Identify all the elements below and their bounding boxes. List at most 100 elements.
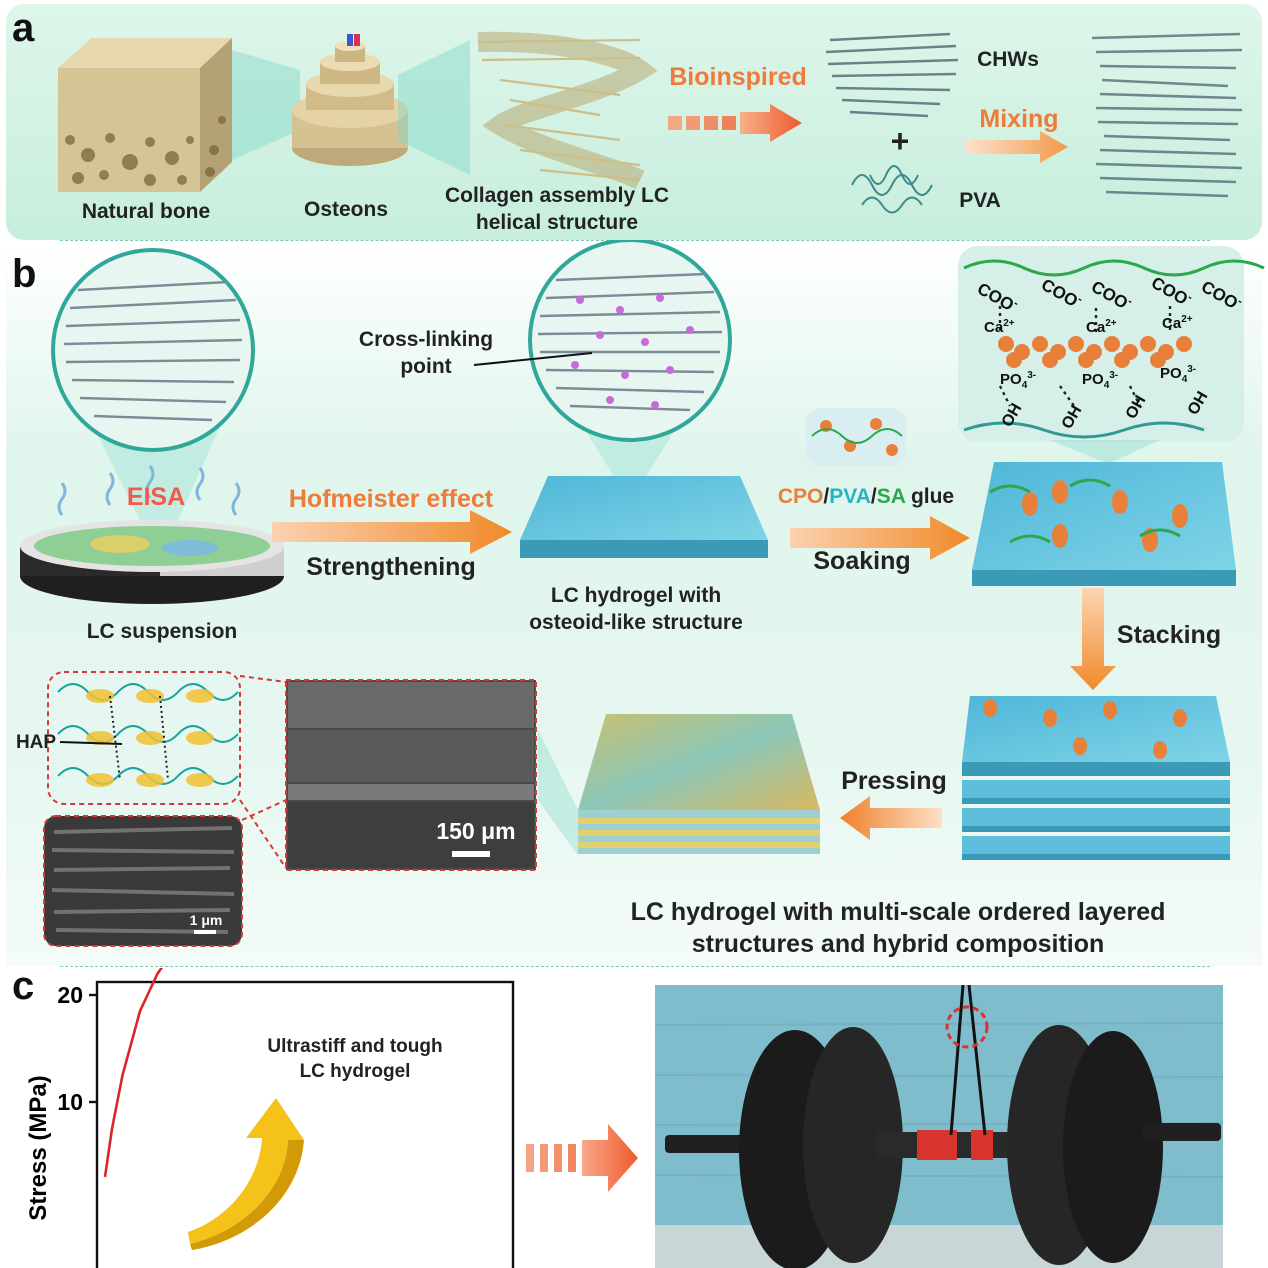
pressing-arrow <box>840 796 942 840</box>
pressing-label: Pressing <box>841 767 947 795</box>
final-structure-label: LC hydrogel with multi-scale ordered lay… <box>590 896 1206 960</box>
coo-charge-3: - <box>1126 296 1135 308</box>
osteons-label: Osteons <box>303 198 389 221</box>
mixed-helical-structure <box>1091 32 1243 198</box>
po-charge-3: 3- <box>1187 364 1196 375</box>
po-label-1: PO43- <box>1000 370 1036 391</box>
chws-label: CHWs <box>977 48 1039 71</box>
plot-frame <box>95 980 515 1268</box>
glue-sa: SA <box>876 485 906 508</box>
stress-strain-curve <box>103 968 164 1178</box>
hofmeister-arrow <box>272 510 512 554</box>
hap-box <box>47 671 241 805</box>
coo-charge-4: - <box>1186 292 1195 304</box>
ca-text-3: Ca <box>1162 315 1182 332</box>
panel-c-letter: c <box>12 964 35 1008</box>
crosslink-pointer <box>473 352 593 366</box>
crosslink-line1: Cross-linking <box>358 328 494 351</box>
zoom-connectors <box>239 675 287 869</box>
chemistry-box <box>958 246 1265 464</box>
hofmeister-label: Hofmeister effect <box>288 485 494 513</box>
po-text-3: PO <box>1160 365 1182 382</box>
chws-bundle <box>825 32 959 118</box>
crosslink-label: Cross-linking point <box>340 326 512 380</box>
attachment-highlight-circle <box>945 1005 989 1049</box>
panel-a-letter: a <box>12 6 35 50</box>
glue-word: glue <box>905 485 955 508</box>
bioinspired-label: Bioinspired <box>669 63 807 91</box>
glue-pva: PVA <box>829 485 871 508</box>
ca-label-3: Ca2+ <box>1162 314 1193 332</box>
glue-cpo: CPO <box>777 485 824 508</box>
glue-slash-2: / <box>870 485 877 508</box>
dumbbell-illustration <box>655 985 1223 1268</box>
po-charge-2: 3- <box>1109 370 1118 381</box>
lc-suspension-label: LC suspension <box>86 620 238 643</box>
po-label-3: PO43- <box>1160 364 1196 385</box>
po-text-1: PO <box>1000 371 1022 388</box>
mixing-label: Mixing <box>979 105 1059 133</box>
panel-b-letter: b <box>12 252 37 296</box>
soaking-label: Soaking <box>813 547 911 575</box>
laminate-block <box>538 714 820 856</box>
dumbbell-photo <box>655 985 1223 1268</box>
po-text-2: PO <box>1082 371 1104 388</box>
y-axis-label: Stress (MPa) <box>25 1075 52 1220</box>
sem-micrograph-large <box>285 679 537 871</box>
ca-label-2: Ca2+ <box>1086 318 1117 336</box>
hydrogel-line2: osteoid-like structure <box>529 611 743 634</box>
sem-micrograph-small <box>43 815 243 947</box>
coo-charge-2: - <box>1076 294 1085 306</box>
strengthening-label: Strengthening <box>306 553 476 581</box>
hydrogel-line1: LC hydrogel with <box>550 584 722 607</box>
stacking-arrow <box>1070 588 1116 690</box>
scale-bar-150: 150 μm <box>436 818 516 844</box>
glued-hydrogel-sheet <box>972 462 1236 586</box>
collagen-helix <box>477 31 658 190</box>
ca-text-2: Ca <box>1086 319 1106 336</box>
lc-zoom-circle <box>51 248 255 560</box>
scale-bar-1: 1 μm <box>189 912 223 928</box>
y-tick-label-20: 20 <box>57 982 83 1008</box>
curved-arrow-icon <box>188 1098 304 1250</box>
lc-hydrogel-sheet <box>520 476 768 558</box>
divider-b-c <box>60 966 1210 967</box>
po-label-2: PO43- <box>1082 370 1118 391</box>
collagen-label-line2: helical structure <box>475 211 639 234</box>
plus-sign: + <box>890 123 910 159</box>
osteon-cylinders <box>292 34 408 166</box>
mixing-arrow <box>965 131 1068 163</box>
po-sub-1: 4 <box>1022 380 1028 391</box>
bioinspired-arrow <box>668 104 802 142</box>
pva-label: PVA <box>959 189 1001 212</box>
collagen-label: Collagen assembly LC helical structure <box>426 182 688 236</box>
eisa-label: EISA <box>126 483 186 511</box>
y-tick-label-10: 10 <box>57 1089 83 1115</box>
po-sub-2: 4 <box>1104 380 1110 391</box>
hap-label: HAP <box>15 732 57 753</box>
chart-annotation: Ultrastiff and tough LC hydrogel <box>250 1034 460 1084</box>
coo-charge-1: - <box>1012 298 1021 310</box>
result-arrow <box>526 1124 638 1192</box>
hap-pointer <box>59 741 123 745</box>
y-axis-ticks: 102030 <box>57 982 97 1115</box>
crosslink-line2: point <box>400 355 452 378</box>
annotation-line2: LC hydrogel <box>299 1061 411 1082</box>
natural-bone-cube <box>58 38 232 192</box>
glue-blob <box>806 408 906 466</box>
coo-charge-5: - <box>1236 296 1245 308</box>
po-sub-3: 4 <box>1182 374 1188 385</box>
evaporation-arrows <box>57 465 241 516</box>
po-charge-1: 3- <box>1027 370 1036 381</box>
ca-charge-1: 2+ <box>1003 318 1015 329</box>
annotation-line1: Ultrastiff and tough <box>267 1036 443 1057</box>
collagen-label-line1: Collagen assembly LC <box>444 184 670 207</box>
petri-dish <box>20 520 284 604</box>
glue-slash-1: / <box>823 485 830 508</box>
hydrogel-label: LC hydrogel with osteoid-like structure <box>500 582 772 636</box>
ca-charge-2: 2+ <box>1105 318 1117 329</box>
stress-chart: 102030 Stress (MPa) <box>25 968 515 1268</box>
glue-label: CPO/PVA/SA glue <box>758 483 974 510</box>
panel-a-illustration <box>58 31 1243 214</box>
final-line1: LC hydrogel with multi-scale ordered lay… <box>630 898 1166 926</box>
